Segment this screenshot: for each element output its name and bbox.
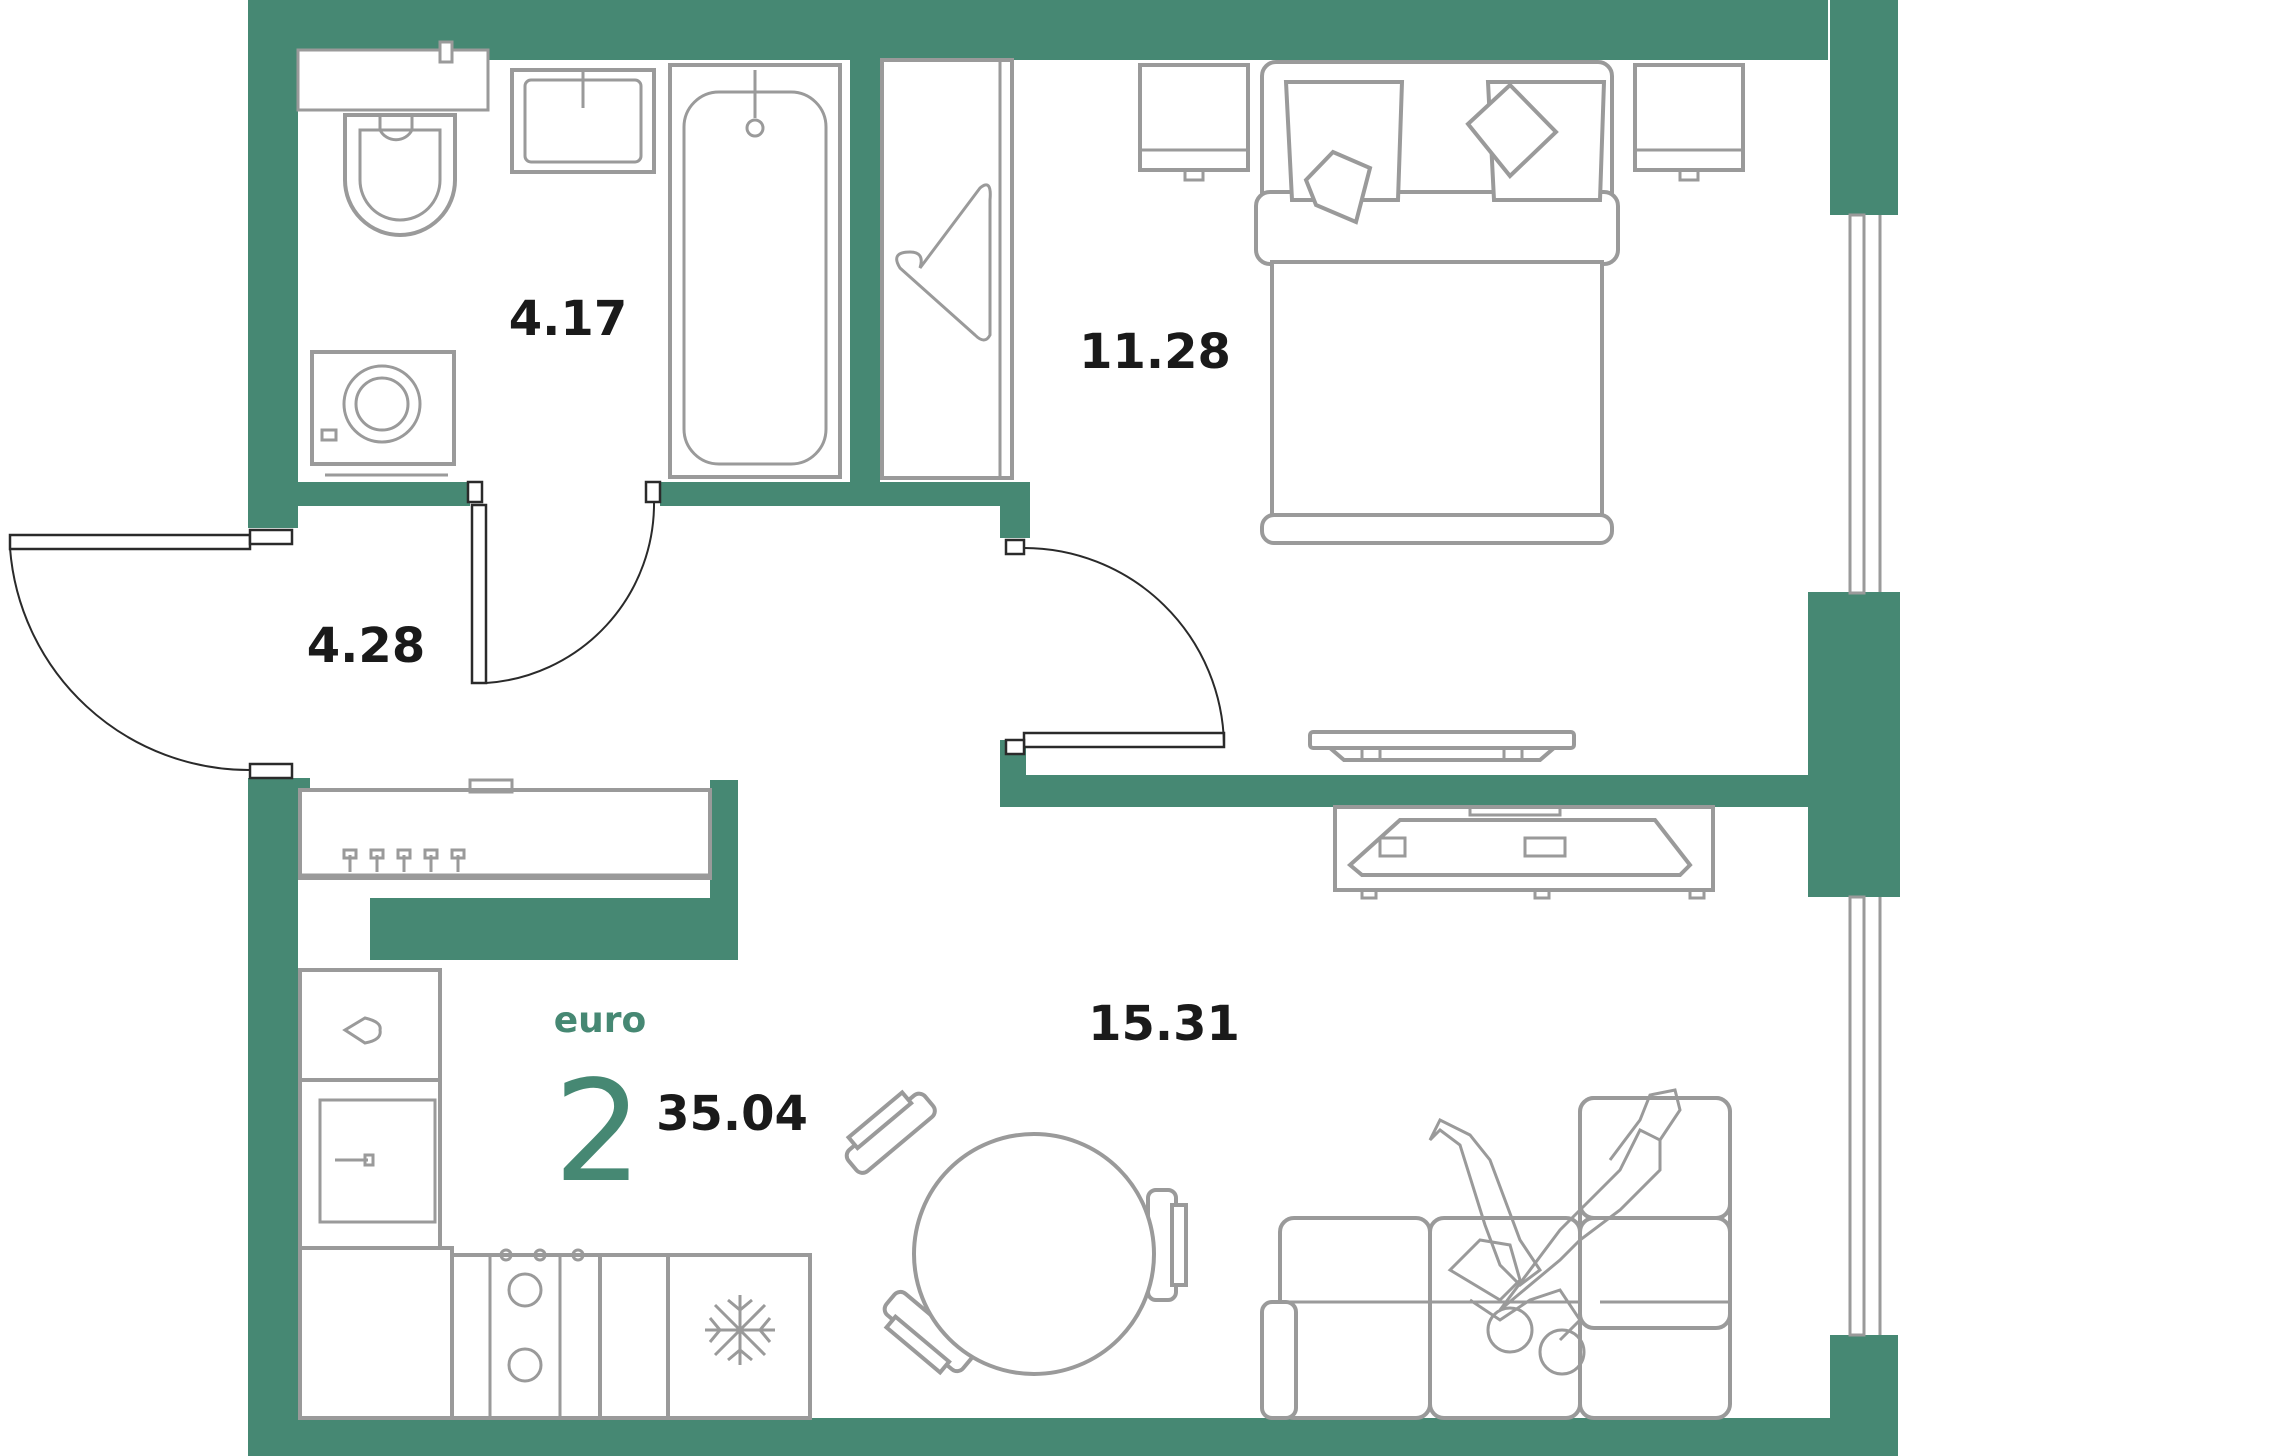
window-icon xyxy=(1848,213,1866,595)
door-hinge xyxy=(644,480,662,504)
wall-bathroom-bottom-left xyxy=(298,482,470,506)
door-swing-arc xyxy=(1023,547,1225,745)
tv-icon xyxy=(1333,805,1715,900)
nightstand-icon xyxy=(1138,63,1250,182)
door-hinge xyxy=(1004,738,1026,756)
door-icon xyxy=(1022,731,1226,749)
dining-table-icon xyxy=(844,1089,1188,1376)
window-icon xyxy=(296,48,490,112)
window-icon xyxy=(438,40,454,64)
window-icon xyxy=(1848,895,1866,1337)
wall-bathroom-bottom-right xyxy=(660,482,1030,506)
wall-bedroom-door-pillar xyxy=(1000,482,1030,538)
wall-right-top xyxy=(1830,0,1898,215)
sink-icon xyxy=(510,68,656,174)
bathtub-icon xyxy=(668,63,842,479)
door-hinge xyxy=(1004,538,1026,556)
apartment-type-label: euro xyxy=(554,1000,647,1041)
cabinet-lower xyxy=(298,1246,454,1420)
washing-machine-icon xyxy=(310,350,456,477)
door-swing-arc xyxy=(485,499,656,684)
cabinet-handle-icon xyxy=(342,1016,382,1045)
bed-icon xyxy=(1254,60,1620,545)
wall-top xyxy=(248,0,1828,60)
stove-icon xyxy=(298,778,712,880)
wardrobe xyxy=(880,58,1014,480)
bedroom-area-label: 11.28 xyxy=(1079,324,1231,380)
walls xyxy=(248,0,1900,1456)
wall-bottom xyxy=(248,1418,1898,1456)
hanger-icon xyxy=(895,183,992,342)
tv-icon xyxy=(1308,730,1576,762)
stove-icon xyxy=(450,1248,602,1420)
windows xyxy=(296,40,1882,1337)
wall-closet-left xyxy=(850,50,880,505)
fridge-icon xyxy=(666,1253,812,1420)
door-hinge xyxy=(248,762,294,780)
apartment-total-area: 35.04 xyxy=(656,1086,808,1142)
doors xyxy=(8,480,1226,780)
toilet-icon xyxy=(343,113,457,237)
wall-left-upper xyxy=(248,0,298,528)
living-area-label: 15.31 xyxy=(1088,996,1240,1052)
door-hinge xyxy=(248,528,294,546)
door-swing-arc xyxy=(9,547,251,772)
people-icon xyxy=(1428,1088,1682,1376)
door-hinge xyxy=(466,480,484,504)
hall-area-label: 4.28 xyxy=(307,618,425,674)
wall-left-lower xyxy=(248,778,298,1456)
apartment-rooms-count: 2 xyxy=(553,1051,642,1214)
wall-kitchen-niche-bottom xyxy=(370,898,738,960)
sofa-icon xyxy=(1260,1096,1732,1420)
wall-right-middle xyxy=(1808,592,1900,897)
wall-bedroom-bottom xyxy=(1000,775,1830,807)
nightstand-icon xyxy=(1633,63,1745,182)
dishwasher xyxy=(598,1253,670,1420)
door-icon xyxy=(470,503,488,685)
bathroom-area-label: 4.17 xyxy=(509,291,627,347)
sink-icon xyxy=(298,1078,442,1250)
door-icon xyxy=(8,533,252,551)
cabinet-upper xyxy=(298,968,442,1082)
